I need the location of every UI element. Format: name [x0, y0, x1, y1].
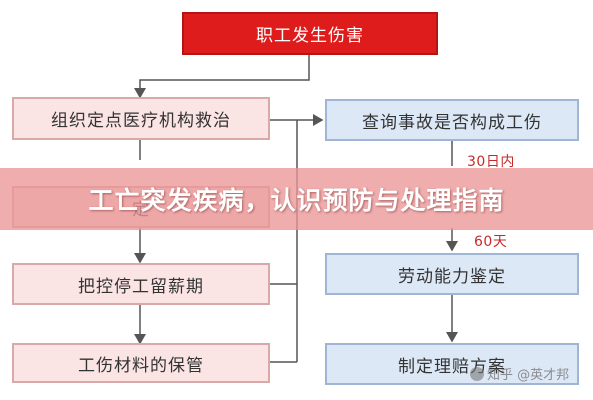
banner-title: 工亡突发疾病，认识预防与处理指南: [88, 186, 505, 215]
node-query-text: 查询事故是否构成工伤: [362, 112, 542, 133]
node-injury-text: 职工发生伤害: [256, 26, 364, 46]
node-query: 查询事故是否构成工伤: [325, 99, 579, 141]
node-rescue-text: 组织定点医疗机构救治: [51, 111, 231, 131]
node-appraisal-text: 劳动能力鉴定: [398, 266, 506, 287]
watermark-logo-icon: [470, 366, 484, 381]
node-appraisal: 劳动能力鉴定: [325, 253, 579, 295]
node-materials: 工伤材料的保管: [12, 343, 270, 383]
node-leave-text: 把控停工留薪期: [78, 276, 204, 297]
watermark-text: 知乎 @英才邦: [487, 368, 570, 383]
node-injury: 职工发生伤害: [182, 12, 438, 55]
label-30-days: 30日内: [467, 154, 515, 170]
label-60-days: 60天: [474, 234, 508, 250]
node-compensation: 制定理赔方案: [325, 343, 579, 385]
watermark: 知乎 @英才邦: [470, 364, 569, 383]
node-leave: 把控停工留薪期: [12, 263, 270, 305]
node-materials-text: 工伤材料的保管: [78, 355, 204, 376]
title-banner: 工亡突发疾病，认识预防与处理指南: [0, 168, 593, 230]
node-rescue: 组织定点医疗机构救治: [12, 97, 270, 140]
arrow-injury-to-rescue: [134, 55, 310, 99]
